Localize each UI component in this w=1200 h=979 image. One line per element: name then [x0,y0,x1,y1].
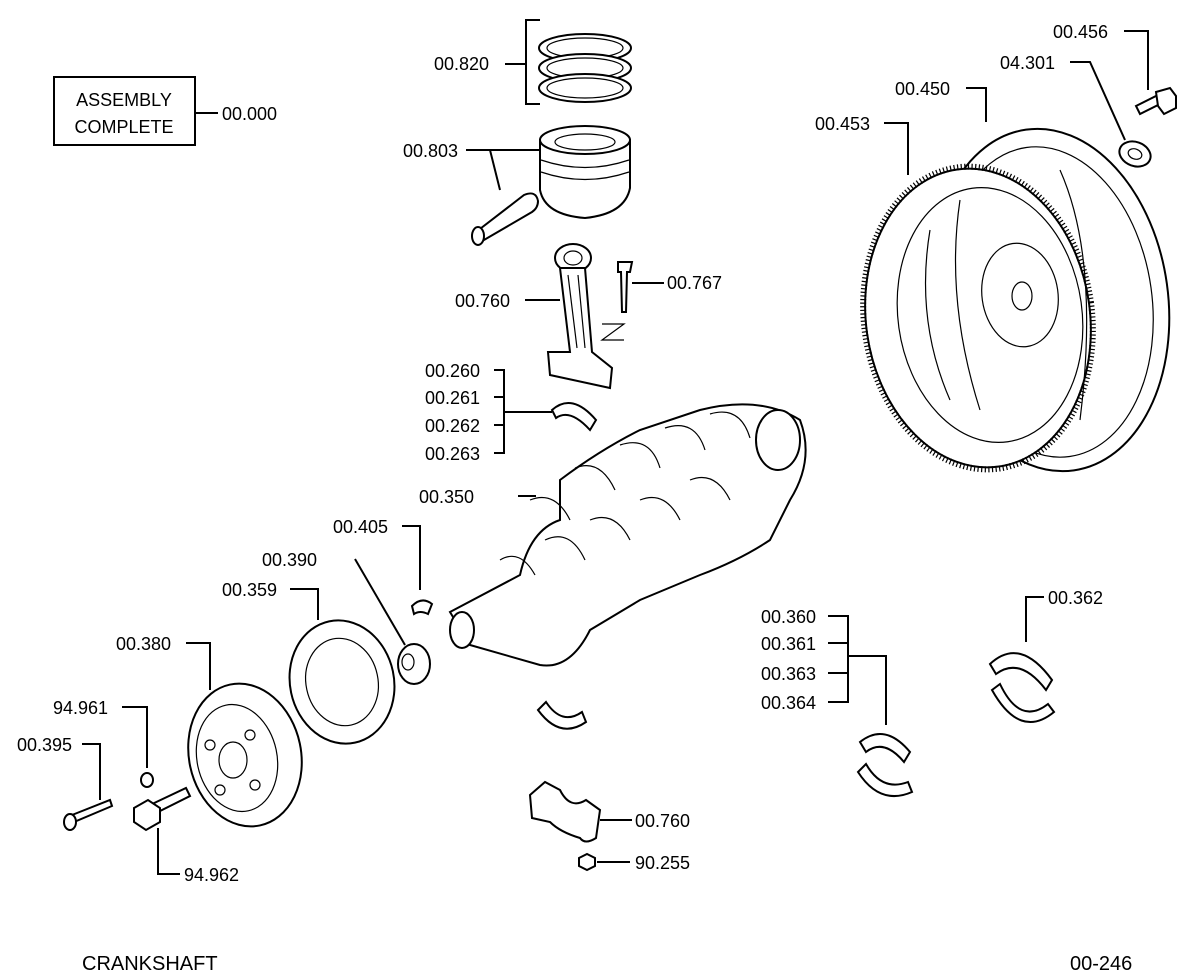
thrust-bearing-part: 00.362 [988,588,1103,723]
callout-rod-bearing-4: 00.263 [425,444,480,464]
flywheel-part: 00.450 00.453 [815,79,1171,473]
flywheel-washer-part: 04.301 [1000,53,1152,168]
callout-bolt: 00.395 [17,735,72,755]
rod-bolt-part: 00.767 [617,261,722,313]
connecting-rod-part: 00.760 [455,243,626,390]
callout-flywheel-washer: 04.301 [1000,53,1055,73]
callout-flywheel: 00.450 [895,79,950,99]
pulley-bolt-part: 94.962 [133,786,239,885]
callout-key: 00.405 [333,517,388,537]
callout-main-bearing-2: 00.361 [761,634,816,654]
bolt-part: 00.395 [17,735,114,831]
callout-piston: 00.803 [403,141,458,161]
callout-00000: 00.000 [222,104,277,124]
callout-flywheel-bolt: 00.456 [1053,22,1108,42]
crankshaft-part: 00.350 [419,403,807,667]
callout-rod-bearing-2: 00.261 [425,388,480,408]
callout-washer: 94.961 [53,698,108,718]
callout-ring-gear: 00.453 [815,114,870,134]
callout-seal-ring: 00.359 [222,580,277,600]
callout-pulley-bolt: 94.962 [184,865,239,885]
callout-thrust-bearing: 00.362 [1048,588,1103,608]
callout-rod-bolt: 00.767 [667,273,722,293]
callout-main-bearing-1: 00.360 [761,607,816,627]
pulley-part: 00.380 [116,634,303,828]
callout-bearing-cap: 00.760 [635,811,690,831]
callout-connecting-rod: 00.760 [455,291,510,311]
diagram-title: CRANKSHAFT [82,953,218,975]
assembly-label-line1: ASSEMBLY [76,90,172,110]
callout-main-bearing-3: 00.363 [761,664,816,684]
main-bearing-part: 00.360 00.361 00.363 00.364 [761,607,914,797]
callout-nut: 90.255 [635,853,690,873]
callout-rod-bearing-1: 00.260 [425,361,480,381]
seal-ring-part: 00.359 [222,580,396,745]
lower-bearing-shell-part [536,700,588,730]
nut-part: 90.255 [578,852,690,873]
bearing-cap-part: 00.760 [528,780,690,843]
assembly-complete-box: ASSEMBLY COMPLETE 00.000 [53,76,277,146]
callout-gear-spacer: 00.390 [262,550,317,570]
rod-bearing-part: 00.260 00.261 00.262 00.263 [425,361,598,464]
callout-rod-bearing-3: 00.262 [425,416,480,436]
gear-spacer-part: 00.390 [262,550,431,685]
piston-rings-part: 00.820 [434,19,632,105]
page-reference: 00-246 [1070,953,1132,975]
callout-pulley: 00.380 [116,634,171,654]
callout-main-bearing-4: 00.364 [761,693,816,713]
washer-part: 94.961 [53,698,154,788]
piston-part: 00.803 [403,125,631,246]
assembly-label-line2: COMPLETE [74,117,173,137]
callout-crankshaft: 00.350 [419,487,474,507]
callout-piston-rings: 00.820 [434,54,489,74]
key-part: 00.405 [333,517,434,616]
flywheel-bolt-part: 00.456 [1053,22,1177,116]
